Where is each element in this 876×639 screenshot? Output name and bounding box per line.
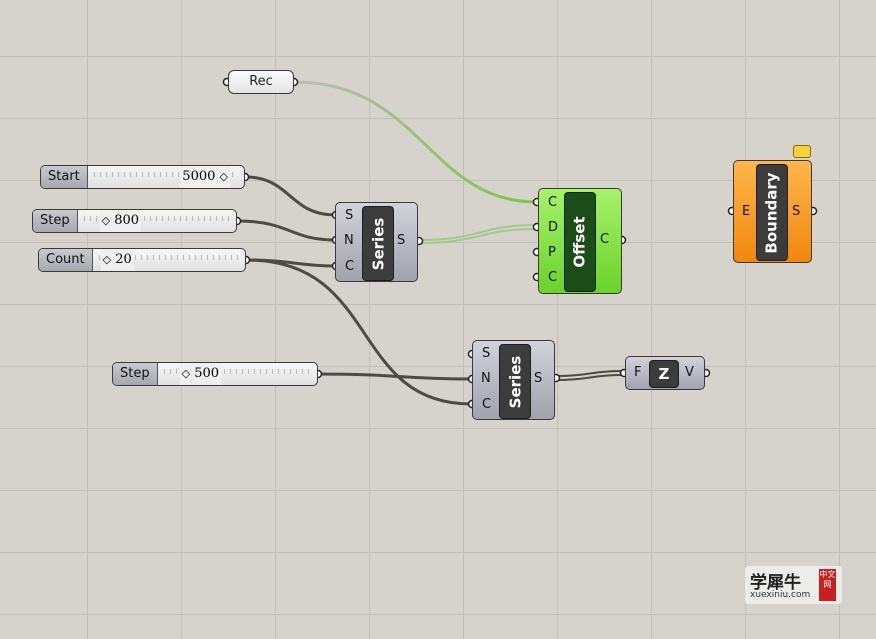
step-slider-label: Step xyxy=(33,210,78,232)
slider-handle-icon[interactable]: ◇ xyxy=(219,170,228,183)
wire-start-series xyxy=(245,175,336,217)
rec-panel-label: Rec xyxy=(249,74,273,89)
series-2-output-s[interactable]: S xyxy=(534,371,543,386)
wire-rec-offset xyxy=(294,80,537,204)
series-input-c[interactable]: C xyxy=(345,259,355,274)
series-2-input-s[interactable]: S xyxy=(482,346,491,361)
deconstruct-name: Z xyxy=(649,360,679,388)
count-slider-track[interactable]: ◇ 20 xyxy=(98,249,239,271)
series-2-input-c[interactable]: C xyxy=(482,397,492,412)
step-slider[interactable]: Step ◇ 800 xyxy=(32,209,237,233)
boundary-output-s[interactable]: S xyxy=(792,204,801,219)
start-slider[interactable]: Start 5000 ◇ xyxy=(40,165,245,189)
series-2-input-n[interactable]: N xyxy=(481,371,491,386)
series-input-n[interactable]: N xyxy=(344,233,354,248)
rec-panel[interactable]: Rec xyxy=(228,70,294,94)
start-slider-value: 5000 xyxy=(182,169,216,184)
deconstruct-output-v[interactable]: V xyxy=(685,365,694,380)
slider-handle-icon[interactable]: ◇ xyxy=(102,253,112,266)
count-slider-value: 20 xyxy=(115,252,132,267)
slider-handle-icon[interactable]: ◇ xyxy=(101,214,111,227)
wire-series2-decon-b xyxy=(556,374,623,381)
series-2-name: Series xyxy=(499,344,531,419)
boundary-component[interactable]: E Boundary S xyxy=(733,160,812,263)
watermark: 学犀牛 xuexiniu.com 中文网 xyxy=(745,566,842,604)
offset-input-d[interactable]: D xyxy=(548,220,559,235)
warning-balloon-icon[interactable] xyxy=(793,145,811,158)
start-slider-label: Start xyxy=(41,166,88,188)
step-slider-value: 800 xyxy=(114,213,140,228)
offset-input-p[interactable]: P xyxy=(548,245,556,260)
watermark-badge: 中文网 xyxy=(819,569,836,601)
series-component[interactable]: S N C Series S xyxy=(335,202,418,282)
step-slider-2-value: 500 xyxy=(194,366,220,381)
count-slider[interactable]: Count ◇ 20 xyxy=(38,248,246,272)
wire-step-series xyxy=(237,219,336,242)
start-slider-track[interactable]: 5000 ◇ xyxy=(93,166,238,188)
wire-count-series xyxy=(246,258,336,268)
wire-series-offset-b xyxy=(419,228,537,244)
series-input-s[interactable]: S xyxy=(345,208,354,223)
deconstruct-component[interactable]: F Z V xyxy=(625,356,705,390)
wire-series-offset-a xyxy=(419,224,537,241)
slider-handle-icon[interactable]: ◇ xyxy=(181,367,191,380)
watermark-brand: 学犀牛 xyxy=(750,573,801,593)
series-name: Series xyxy=(362,206,394,281)
offset-input-c2[interactable]: C xyxy=(548,270,558,285)
wire-series2-decon-a xyxy=(556,370,623,377)
offset-name: Offset xyxy=(564,192,596,292)
count-slider-label: Count xyxy=(39,249,93,271)
offset-component[interactable]: C D P C Offset C xyxy=(538,188,622,294)
step-slider-2-label: Step xyxy=(113,363,158,385)
offset-input-c[interactable]: C xyxy=(548,195,558,210)
boundary-name: Boundary xyxy=(756,164,788,261)
step-slider-2[interactable]: Step ◇ 500 xyxy=(112,362,318,386)
step-slider-2-track[interactable]: ◇ 500 xyxy=(163,363,311,385)
step-slider-track[interactable]: ◇ 800 xyxy=(83,210,230,232)
deconstruct-input-f[interactable]: F xyxy=(634,365,642,380)
wire-step2-series2 xyxy=(317,372,472,381)
series-component-2[interactable]: S N C Series S xyxy=(472,340,555,420)
offset-output-c[interactable]: C xyxy=(600,232,610,247)
series-output-s[interactable]: S xyxy=(397,233,406,248)
watermark-site: xuexiniu.com xyxy=(750,590,811,600)
boundary-input-e[interactable]: E xyxy=(742,204,751,219)
